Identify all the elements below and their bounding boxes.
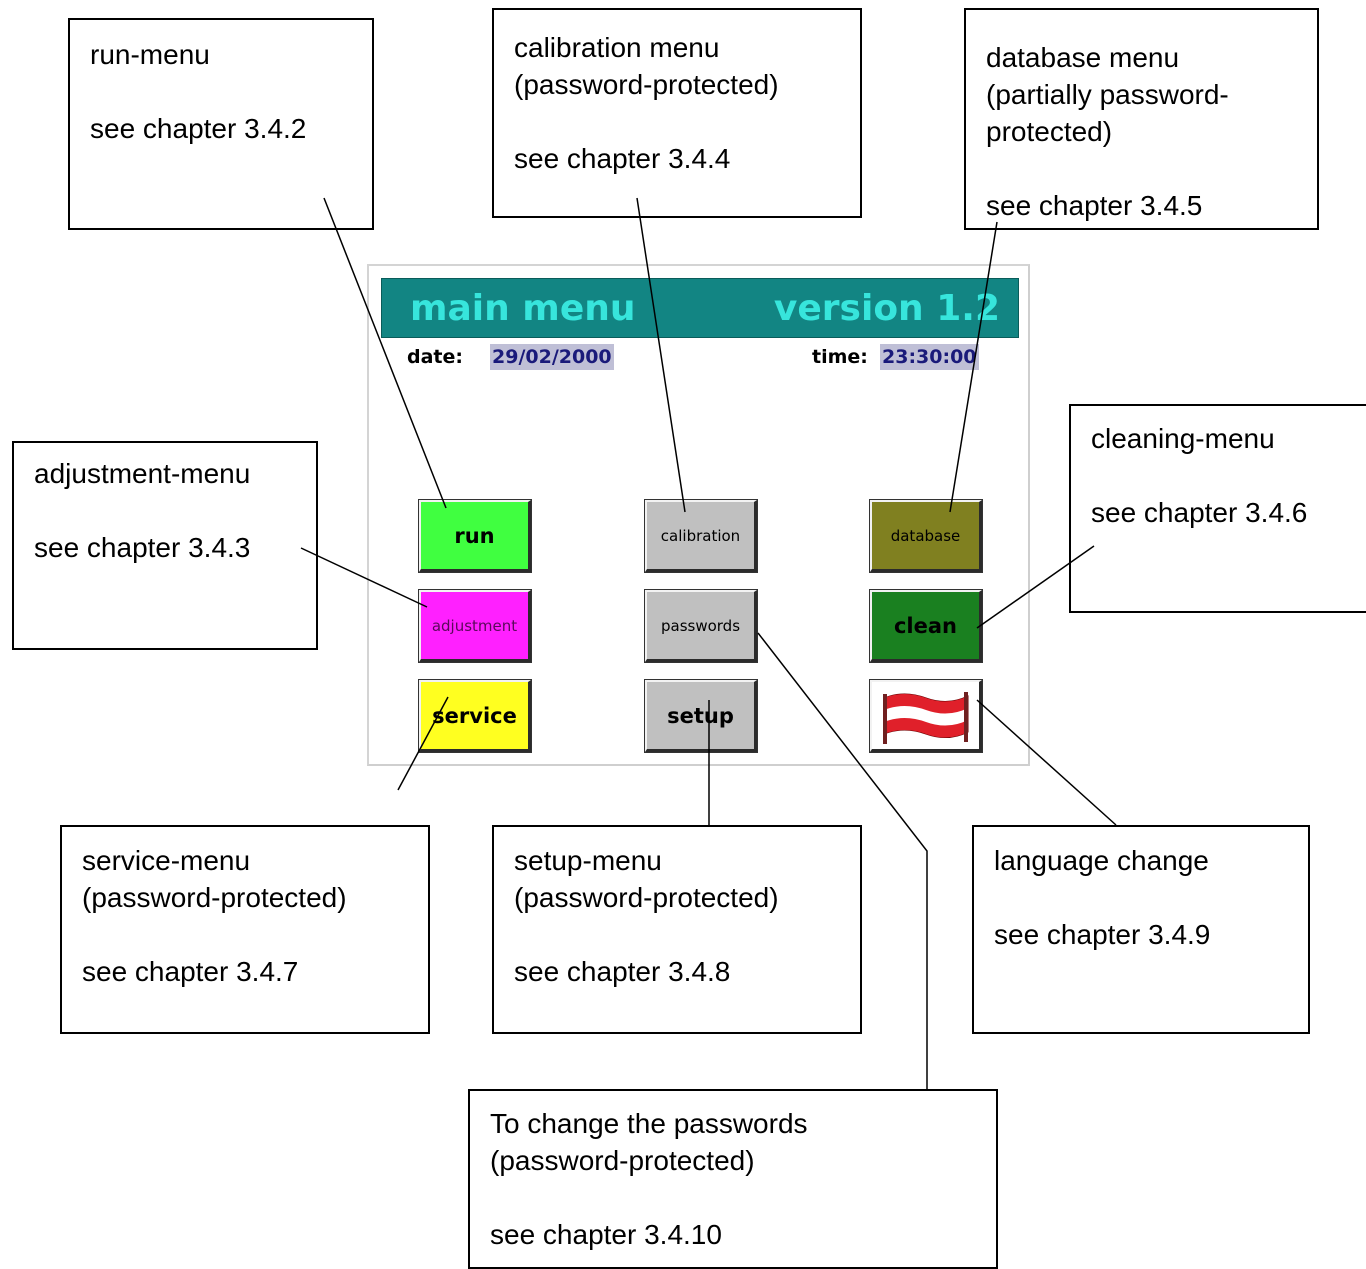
callout-ref: see chapter 3.4.4	[514, 143, 731, 174]
callout-ref: see chapter 3.4.6	[1091, 497, 1308, 528]
callout-subtitle: (password-protected)	[490, 1145, 755, 1176]
passwords-button[interactable]: passwords	[644, 589, 758, 663]
callout-title: cleaning-menu	[1091, 423, 1275, 454]
version-label: version 1.2	[773, 288, 1000, 329]
callout-ref: see chapter 3.4.8	[514, 956, 731, 987]
setup-button[interactable]: setup	[644, 679, 758, 753]
callout-passwords: To change the passwords (password-protec…	[468, 1089, 998, 1269]
callout-title: database menu	[986, 42, 1180, 73]
callout-language-change: language change see chapter 3.4.9	[972, 825, 1310, 1034]
time-label: time:	[812, 346, 868, 368]
clean-button[interactable]: clean	[869, 589, 983, 663]
callout-service-menu: service-menu (password-protected) see ch…	[60, 825, 430, 1034]
callout-ref: see chapter 3.4.5	[986, 190, 1203, 221]
callout-subtitle-2: protected)	[986, 116, 1113, 147]
callout-title: calibration menu	[514, 32, 720, 63]
callout-setup-menu: setup-menu (password-protected) see chap…	[492, 825, 862, 1034]
callout-ref: see chapter 3.4.7	[82, 956, 299, 987]
callout-subtitle: (password-protected)	[514, 69, 779, 100]
time-value: 23:30:00	[880, 344, 979, 370]
date-label: date:	[407, 346, 463, 368]
callout-subtitle: (password-protected)	[514, 882, 779, 913]
callout-ref: see chapter 3.4.2	[90, 113, 307, 144]
callout-title: run-menu	[90, 39, 210, 70]
austrian-flag-icon	[882, 691, 968, 744]
callout-database-menu: database menu (partially password- prote…	[964, 8, 1319, 230]
callout-run-menu: run-menu see chapter 3.4.2	[68, 18, 374, 230]
language-button[interactable]	[869, 679, 983, 753]
callout-ref: see chapter 3.4.3	[34, 532, 251, 563]
callout-subtitle: (password-protected)	[82, 882, 347, 913]
run-button[interactable]: run	[418, 499, 532, 573]
callout-title: setup-menu	[514, 845, 662, 876]
date-value: 29/02/2000	[490, 344, 614, 370]
calibration-button[interactable]: calibration	[644, 499, 758, 573]
callout-title: service-menu	[82, 845, 251, 876]
callout-title: adjustment-menu	[34, 458, 251, 489]
callout-calibration-menu: calibration menu (password-protected) se…	[492, 8, 862, 218]
database-button[interactable]: database	[869, 499, 983, 573]
callout-cleaning-menu: cleaning-menu see chapter 3.4.6	[1069, 404, 1366, 613]
main-menu-screen: main menu version 1.2 date: 29/02/2000 t…	[367, 264, 1030, 766]
title-bar: main menu version 1.2	[381, 278, 1019, 338]
service-button[interactable]: service	[418, 679, 532, 753]
callout-ref: see chapter 3.4.9	[994, 919, 1211, 950]
adjustment-button[interactable]: adjustment	[418, 589, 532, 663]
callout-ref: see chapter 3.4.10	[490, 1219, 722, 1250]
callout-title: To change the passwords	[490, 1108, 808, 1139]
screen-title: main menu	[410, 288, 636, 329]
callout-subtitle: (partially password-	[986, 79, 1229, 110]
callout-adjustment-menu: adjustment-menu see chapter 3.4.3	[12, 441, 318, 650]
callout-title: language change	[994, 845, 1209, 876]
